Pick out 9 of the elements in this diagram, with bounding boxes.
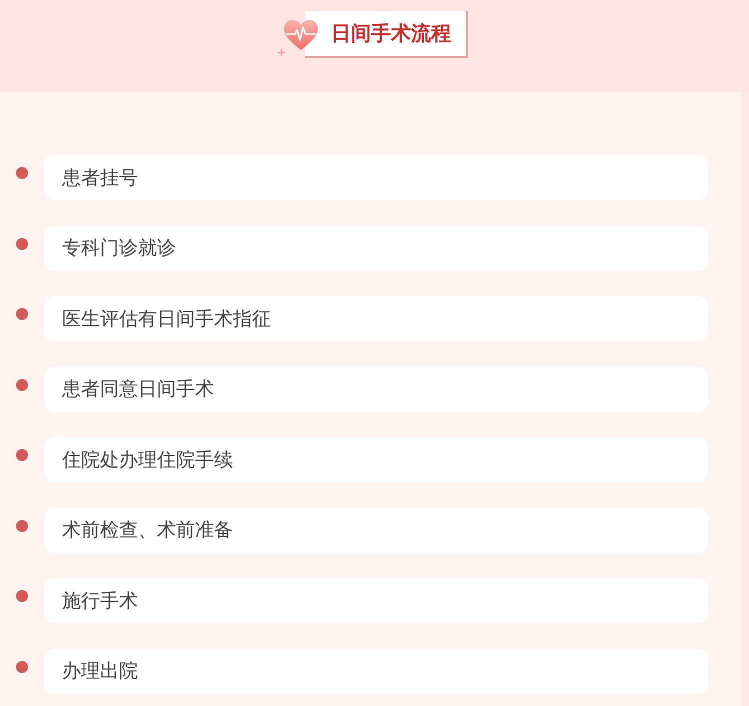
step-box: 施行手术 bbox=[44, 578, 708, 623]
step-box: 医生评估有日间手术指征 bbox=[44, 296, 708, 341]
step-box: 住院处办理住院手续 bbox=[44, 437, 708, 482]
title-banner: 日间手术流程 bbox=[305, 11, 468, 58]
step-box: 患者同意日间手术 bbox=[44, 366, 708, 412]
step-box: 患者挂号 bbox=[44, 155, 708, 200]
step-box: 术前检查、术前准备 bbox=[44, 508, 708, 552]
step-box: 办理出院 bbox=[44, 648, 708, 694]
step-box: 专科门诊就诊 bbox=[44, 226, 708, 270]
